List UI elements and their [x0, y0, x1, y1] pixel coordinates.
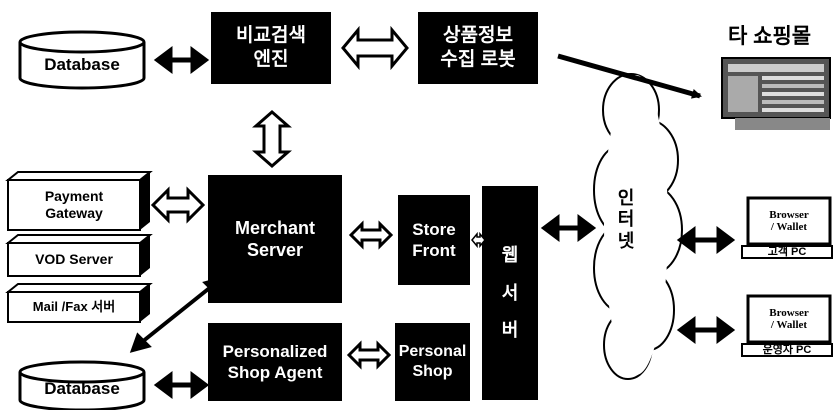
- operator-pc-label: 운영자 PC: [762, 343, 812, 356]
- internet-label: 인 터 넷: [617, 187, 635, 251]
- hollow-arrow-gateway-merchant: [150, 186, 206, 224]
- hollow-arrow-search-merchant: [252, 110, 292, 168]
- arrow-web-internet: [540, 214, 597, 242]
- vod-server-label: VOD Server: [35, 250, 113, 267]
- mail-fax-label: Mail /Fax 서버: [32, 298, 116, 314]
- personalized-agent-label: Personalized Shop Agent: [222, 341, 328, 382]
- arrow-internet-customer: [676, 226, 736, 254]
- operator-browser-label: Browser / Wallet: [769, 306, 809, 331]
- robot-label: 상품정보 수집 로봇: [440, 25, 516, 70]
- database-bottom-shape: [18, 360, 146, 410]
- merchant-server-box: [208, 175, 342, 303]
- hollow-arrow-merchant-store: [348, 220, 394, 250]
- mail-fax-shape: [5, 283, 153, 323]
- customer-browser-label: Browser / Wallet: [769, 208, 809, 233]
- search-engine-box: [211, 12, 331, 84]
- payment-gateway-label: Payment Gateway: [44, 187, 104, 222]
- payment-gateway-shape: [5, 171, 153, 231]
- search-engine-label: 비교검색 엔진: [236, 25, 306, 70]
- operator-pc-icon: [741, 294, 833, 357]
- vod-server-shape: [5, 234, 153, 277]
- database-top-shape: [18, 30, 146, 90]
- other-mall-screen: [721, 57, 831, 130]
- personal-shop-box: [395, 323, 470, 401]
- customer-pc-icon: [741, 196, 833, 259]
- arrow-robot-mall: [557, 53, 702, 99]
- web-server-label: 웹 서 버: [501, 244, 519, 341]
- database-top-label: Database: [44, 55, 120, 75]
- personal-shop-label: Personal Shop: [398, 343, 467, 380]
- arrow-db-agent: [153, 371, 210, 399]
- hollow-arrow-store-web: [471, 231, 486, 249]
- arrow-db-search: [153, 46, 210, 74]
- hollow-arrow-agent-shop: [346, 340, 392, 370]
- store-front-box: [398, 195, 470, 285]
- personalized-agent-box: [208, 323, 342, 401]
- hollow-arrow-search-robot: [341, 25, 409, 71]
- robot-box: [418, 12, 538, 84]
- store-front-label: Store Front: [412, 219, 456, 260]
- other-mall-label: 타 쇼핑몰: [728, 24, 812, 48]
- merchant-server-label: Merchant Server: [234, 217, 315, 261]
- internet-cloud: [593, 73, 683, 380]
- customer-pc-label: 고객 PC: [767, 245, 807, 258]
- web-server-box: [482, 186, 538, 400]
- arrow-internet-operator: [676, 316, 736, 344]
- database-bottom-label: Database: [44, 379, 120, 399]
- arrow-db-merchant: [129, 276, 225, 353]
